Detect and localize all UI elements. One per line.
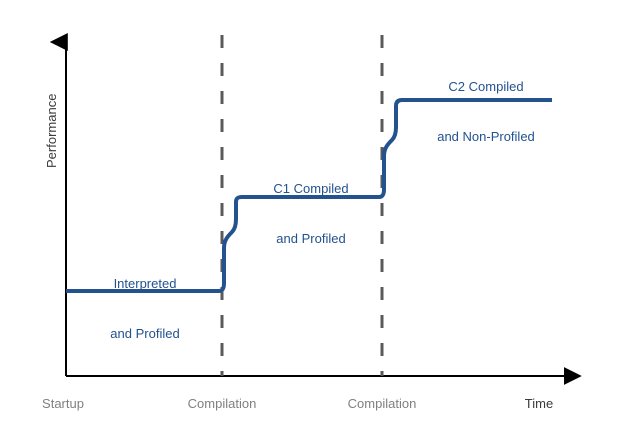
- performance-step-curve: [66, 98, 552, 293]
- step-label-interpreted: Interpreted and Profiled: [83, 243, 207, 376]
- step-label-c2-compiled-line-1: C2 Compiled: [448, 79, 524, 95]
- step-label-c1-compiled-line-2: and Profiled: [276, 231, 346, 247]
- step-label-c1-compiled: C1 Compiled and Profiled: [244, 148, 378, 281]
- x-tick-label-startup: Startup: [42, 396, 84, 411]
- step-label-c2-compiled-line-2: and Non-Profiled: [437, 129, 535, 145]
- step-label-c2-compiled: C2 Compiled and Non-Profiled: [404, 46, 568, 179]
- x-tick-label-compilation-2: Compilation: [347, 396, 417, 411]
- x-tick-label-compilation-1: Compilation: [187, 396, 257, 411]
- y-axis-title: Performance: [44, 93, 59, 168]
- step-label-interpreted-line-1: Interpreted: [113, 276, 177, 292]
- x-axis-title: Time: [524, 396, 554, 411]
- step-label-interpreted-line-2: and Profiled: [110, 326, 180, 342]
- step-label-c1-compiled-line-1: C1 Compiled: [273, 181, 349, 197]
